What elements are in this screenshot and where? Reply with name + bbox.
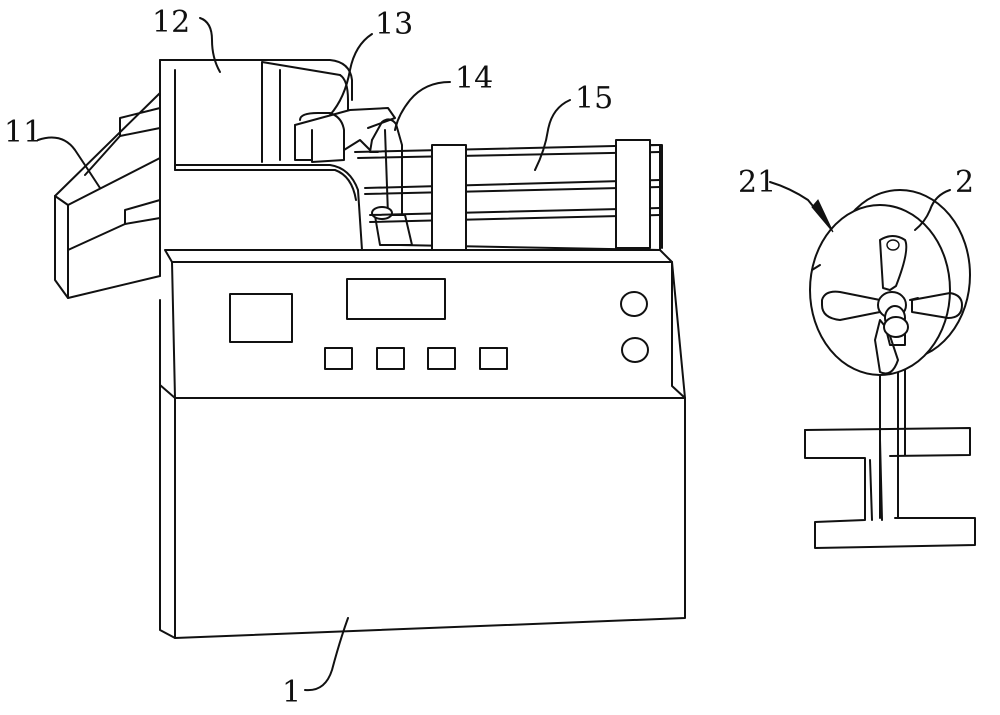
label-21: 21 [738,165,776,200]
label-1: 1 [282,675,301,710]
panel-button-4 [479,347,508,370]
label-2: 2 [955,165,974,200]
panel-knob-bottom [621,337,649,363]
press-arm [369,118,413,246]
cutter-mechanism [294,107,396,163]
panel-button-3 [427,347,456,370]
feed-tray [54,92,161,299]
guide-rails [354,139,663,251]
label-14: 14 [455,61,493,96]
label-12: 12 [152,5,190,40]
control-panel [229,278,649,370]
panel-button-1 [324,347,353,370]
machine-body [159,144,686,639]
head-housing [159,59,363,251]
panel-knob-top [620,291,648,317]
display-screen-top [346,278,446,320]
label-13: 13 [375,7,413,42]
display-screen-left [229,293,293,343]
label-11: 11 [4,115,42,150]
panel-button-2 [376,347,405,370]
part-labels: 12 13 14 15 11 21 2 1 [4,5,974,710]
leader-lines [37,17,951,692]
reel-disc [809,189,971,376]
label-15: 15 [575,81,613,116]
